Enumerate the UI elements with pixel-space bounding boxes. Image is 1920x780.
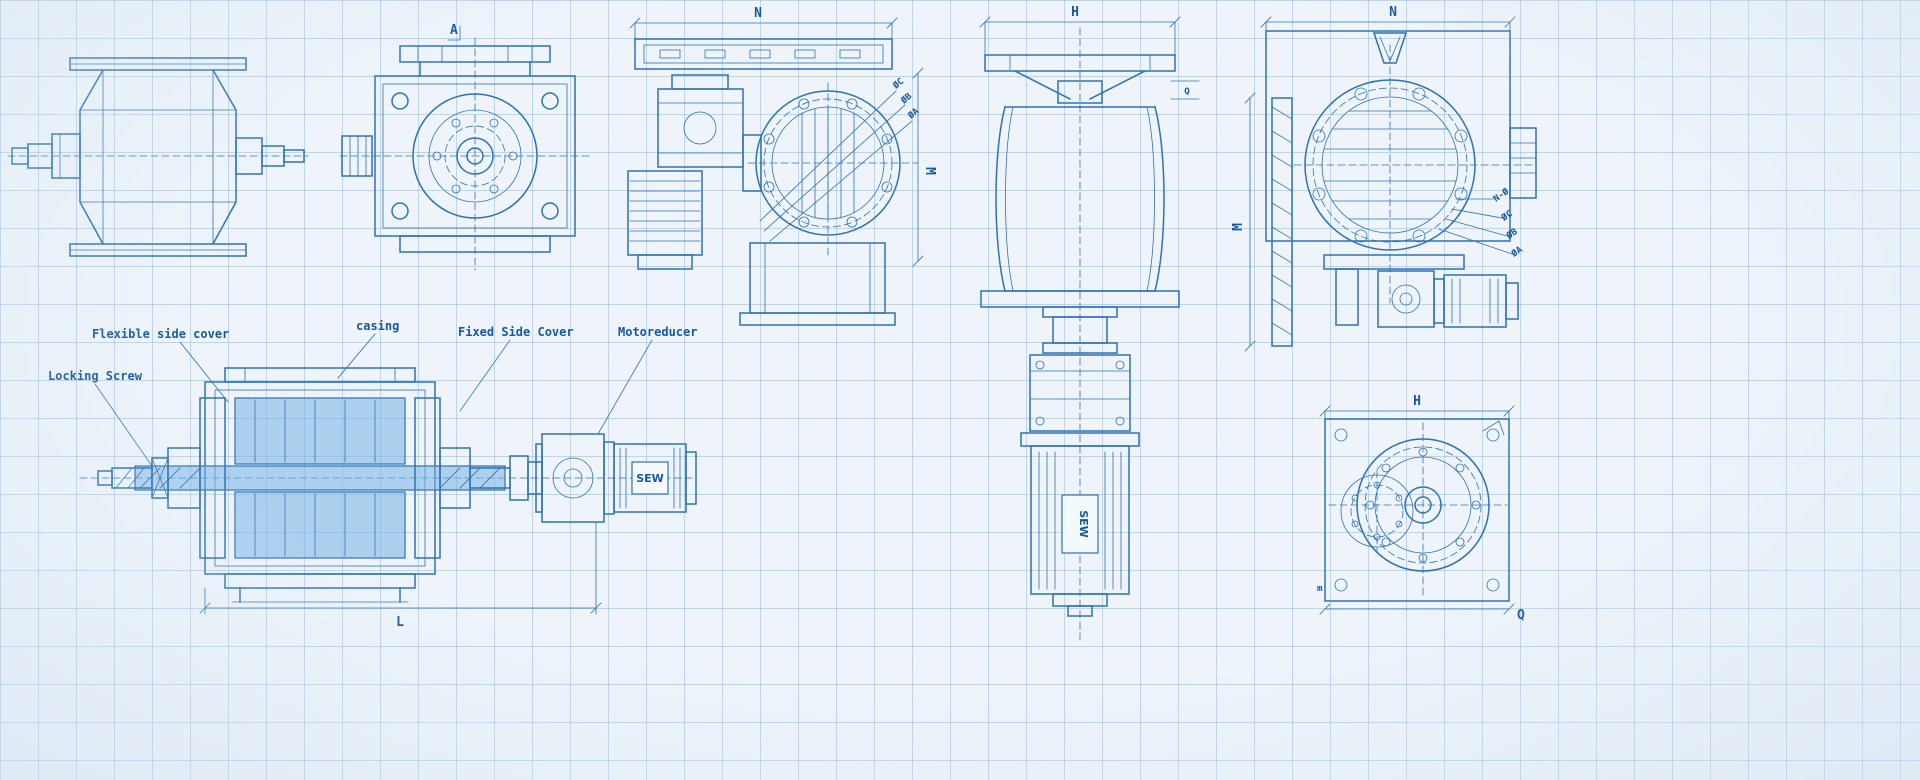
top-phi-a-label: ØA	[905, 106, 922, 122]
motor-brand-section: SEW	[636, 472, 664, 485]
side-phi-b-label: ØB	[1504, 226, 1520, 242]
section-a-label: A	[450, 23, 458, 38]
top-view-linework	[627, 17, 924, 326]
callout-casing: casing	[356, 319, 399, 333]
callout-motoreducer: Motoreducer	[618, 325, 697, 339]
front-h-dim: H	[1071, 5, 1079, 20]
callout-flexible-side-cover: Flexible side cover	[92, 327, 229, 341]
view-side-flange: N M N-Ø ØC ØB ØA	[1231, 5, 1537, 352]
side-n-dim: N	[1389, 5, 1397, 20]
view-plan: H m Q	[1317, 394, 1525, 623]
side-elevation-linework	[7, 57, 309, 257]
top-phi-c-label: ØC	[890, 76, 906, 92]
side-flange-linework	[1244, 16, 1537, 352]
plan-linework	[1319, 405, 1515, 615]
side-phi-a-label: ØA	[1509, 244, 1525, 260]
motor-brand-front: SEW	[1077, 510, 1090, 538]
top-phi-b-label: ØB	[898, 91, 915, 107]
view-cross-section: Flexible side cover Locking Screw casing…	[48, 319, 697, 630]
top-n-dim: N	[754, 6, 762, 21]
side-m-dim: M	[1231, 223, 1246, 231]
callout-fixed-side-cover: Fixed Side Cover	[458, 325, 574, 339]
view-front-elevation: H Q SEW	[979, 5, 1200, 644]
view-front-flange: A	[339, 23, 593, 271]
top-m-dim: M	[922, 167, 937, 175]
view-top-motor: N M ØC ØB ØA	[627, 6, 937, 326]
plan-h-dim: H	[1413, 394, 1421, 409]
view-side-elevation	[7, 57, 309, 257]
side-phi-c-label: ØC	[1499, 208, 1515, 224]
plan-m-dim: m	[1317, 584, 1323, 594]
cross-section-linework	[79, 333, 697, 615]
front-flange-linework	[339, 25, 593, 271]
front-elevation-linework	[979, 16, 1200, 644]
plan-q-dim: Q	[1517, 608, 1525, 623]
side-n-phi-label: N-Ø	[1491, 186, 1511, 205]
callout-locking-screw: Locking Screw	[48, 369, 143, 383]
l-dim: L	[396, 615, 404, 630]
front-q-dim: Q	[1184, 87, 1190, 97]
